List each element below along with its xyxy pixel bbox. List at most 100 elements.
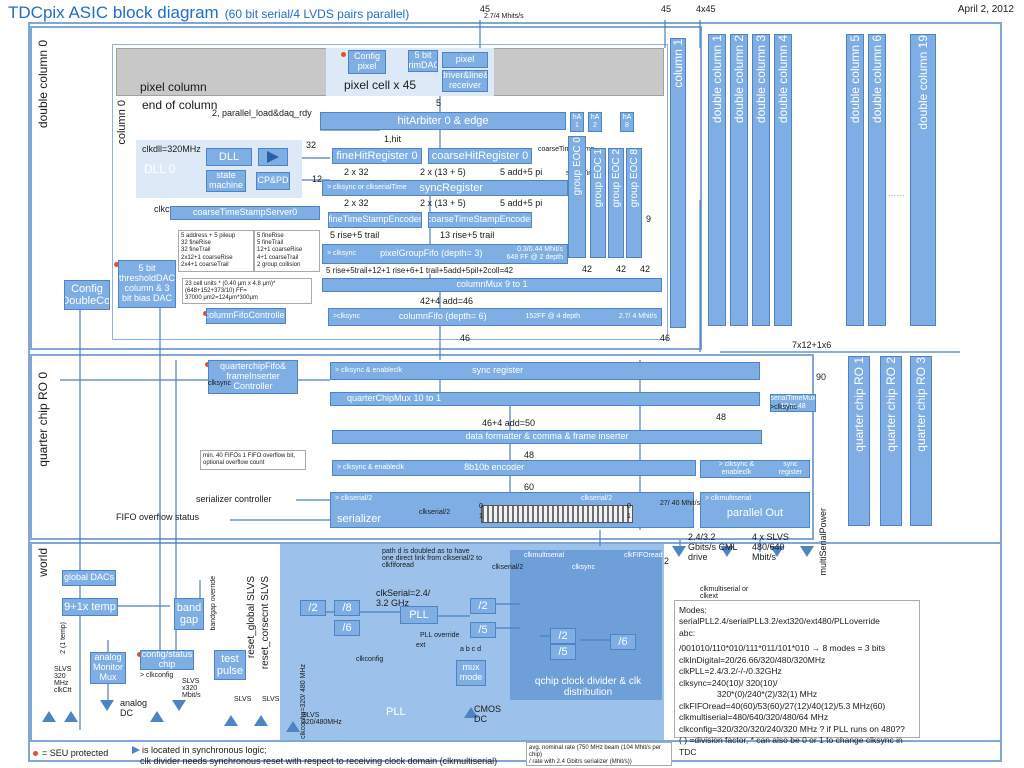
band-gap-block[interactable]: band gap	[174, 598, 204, 630]
dll-block[interactable]: DLL	[206, 148, 252, 166]
column-mux-block[interactable]: columnMux 9 to 1	[322, 278, 662, 292]
driver-block[interactable]: driver&line& receiver	[442, 70, 488, 92]
coarse-ts-server-block[interactable]: coarseTimeStampServer0	[170, 206, 320, 220]
bus-90-label: 90	[816, 372, 827, 382]
bus-32-label: 32	[306, 140, 317, 150]
pixel-block[interactable]: pixel	[442, 52, 488, 68]
double-column-5[interactable]: double column 5	[846, 34, 864, 326]
shift-register	[481, 505, 633, 523]
column-fifo-block[interactable]: >clksync columnFifo (depth= 6) 152FF @ 4…	[328, 308, 662, 326]
divider-6-block[interactable]: /6	[334, 620, 360, 636]
config-doublecol-block[interactable]: Config DoubleCol	[64, 280, 110, 310]
double-column-6[interactable]: double column 6	[868, 34, 886, 326]
column-1[interactable]: column 1	[670, 38, 686, 328]
bus-42a-label: 42	[582, 264, 593, 274]
chip-frame	[28, 22, 1002, 762]
quarter-chip-ro-2[interactable]: quarter chip RO 2	[880, 356, 902, 526]
divider-2b-block[interactable]: /2	[470, 598, 496, 614]
parallel-out-block[interactable]: > clkmultiserial parallel Out	[700, 492, 810, 528]
divider-5b-block[interactable]: /5	[550, 644, 576, 660]
delay-line-block[interactable]	[258, 148, 288, 166]
double-column-1[interactable]: double column 1	[708, 34, 726, 326]
page-title: TDCpix ASIC block diagram(60 bit serial/…	[8, 3, 410, 22]
divider-2c-block[interactable]: /2	[550, 628, 576, 644]
input-pad-icon	[224, 704, 238, 726]
bus-5-label: 5	[436, 98, 442, 108]
bit-0: 0	[479, 503, 483, 510]
quarter-chip-ro-3[interactable]: quarter chip RO 3	[910, 356, 932, 526]
fine-ts-encoder-block[interactable]: fineTimeStampEncoder	[328, 212, 422, 228]
coarse-ts-encoder-block[interactable]: coarseTimeStampEncoder	[428, 212, 532, 228]
ellipsis: ......	[888, 188, 905, 199]
hit-arbiter-2-block[interactable]: hA 2	[588, 112, 602, 132]
bit-1: 1	[479, 513, 483, 520]
hit-arbiter-block[interactable]: hitArbiter 0 & edge	[320, 112, 566, 130]
mux-mode-block[interactable]: mux mode	[456, 660, 486, 686]
pll-block[interactable]: PLL	[400, 606, 438, 624]
double-column-4[interactable]: double column 4	[774, 34, 792, 326]
divider-5-block[interactable]: /5	[470, 622, 496, 638]
bus-42b-label: 42	[616, 264, 627, 274]
page-subtitle: (60 bit serial/4 LVDS pairs parallel)	[224, 7, 410, 21]
divider-2-block[interactable]: /2	[300, 600, 326, 616]
pixel-group-fifo-block[interactable]: > clksync pixelGroupFifo (depth= 3) 0.3/…	[322, 244, 568, 264]
group-eoc-2[interactable]: group EOC 2	[608, 148, 624, 258]
double-column-19[interactable]: double column 19	[910, 34, 936, 326]
clk-config-label: > clkconfig	[140, 672, 174, 679]
slvs-driver-icon	[770, 546, 784, 557]
encoder-clock-label: > clksync & enableclk	[337, 464, 405, 472]
analog-dc-label: analog DC	[120, 698, 148, 718]
clk-divider-legend: clk divider needs synchronous reset with…	[140, 756, 498, 766]
divider-6b-block[interactable]: /6	[610, 634, 636, 650]
clock-divider-region	[510, 550, 662, 700]
divider-8-block[interactable]: /8	[334, 600, 360, 616]
group-eoc-8[interactable]: group EOC 8	[626, 148, 642, 258]
double-column-2[interactable]: double column 2	[730, 34, 748, 326]
encoder-8b10b-block[interactable]: > clksync & enableclk 8b10b encoder	[332, 460, 696, 476]
dll-0-label: DLL 0	[144, 162, 176, 176]
temp-block[interactable]: 9+1x temp	[62, 598, 118, 616]
group-eoc-1[interactable]: group EOC 1	[590, 148, 606, 258]
cp-pd-block[interactable]: CP&PD	[256, 172, 290, 190]
coarse-hit-register-block[interactable]: coarseHitRegister 0	[428, 148, 532, 164]
test-pulse-block[interactable]: test pulse	[214, 650, 246, 680]
modes-title: Modes:	[679, 605, 707, 615]
modes-line-8: clkFIFOread=40(60)/53(60)/27(12)/40(12)/…	[679, 700, 886, 711]
threshold-dac-block[interactable]: 5 bit thresholdDAC column & 3 bit bias D…	[118, 260, 176, 308]
analog-monitor-block[interactable]: analog Monitor Mux	[90, 652, 126, 684]
quarter-chip-ro-1[interactable]: quarter chip RO 1	[848, 356, 870, 526]
sync-register-2-clock: > clksync & enableclk	[718, 461, 755, 476]
config-pixel-block[interactable]: Config pixel	[348, 50, 386, 74]
serializer-label: serializer	[337, 512, 382, 525]
quarterchip-mux-block[interactable]: quarterChipMux 10 to 1	[330, 392, 760, 406]
bandgap-override-label: bandgap override	[210, 576, 217, 631]
state-machine-block[interactable]: state machine	[206, 170, 246, 192]
modes-line-6: clksync=240(10)/ 320(10)/	[679, 677, 778, 688]
fifo-note: min. 40 FIFOs 1 FIFO overflow bit, optio…	[200, 450, 306, 470]
double-column-3[interactable]: double column 3	[752, 34, 770, 326]
serial-time-mux-block[interactable]: serialTimeMux 10 to 48	[770, 394, 816, 412]
avg-rate-note: avg. nominal rate (750 MHz beam (104 Mhi…	[526, 742, 672, 766]
config-status-block[interactable]: config/status chip	[140, 650, 194, 670]
clk-dll-label: clkdll=320MHz	[142, 144, 201, 154]
seu-marker	[114, 262, 119, 267]
seu-marker	[137, 652, 142, 657]
sync-register-2-block[interactable]: > clksync & enableclk sync register	[700, 460, 810, 478]
cmos-dc-label: CMOS DC	[474, 704, 501, 724]
global-dacs-block[interactable]: global DACs	[62, 570, 116, 586]
modes-line-1: serialPLL2.4/serialPLL3.2/ext320/ext480/…	[679, 616, 880, 627]
group-eoc-0[interactable]: group EOC 0	[568, 136, 586, 258]
serializer-block[interactable]: > clkserial/2 clkserial/2 clkserial/2 0 …	[330, 492, 694, 528]
modes-line-7: 320*(0)/240*(2)/32(1) MHz	[717, 689, 818, 700]
fine-hit-register-block[interactable]: fineHitRegister 0	[332, 148, 422, 164]
quarterchip-fifo-block[interactable]: quarterchipFifo& frameInserter Controlle…	[208, 360, 298, 394]
column-fifo-controller-block[interactable]: columnFifoController	[206, 308, 286, 324]
sync-register-qc-block[interactable]: > clksync & enableclk sync register	[330, 362, 760, 380]
data-formatter-block[interactable]: data formatter & comma & frame inserter	[332, 430, 762, 444]
hit-arbiter-1-block[interactable]: hA 1	[570, 112, 584, 132]
clk-serial-pll-label: clkSerial=2.4/ 3.2 GHz	[376, 588, 431, 608]
hit-arbiter-8-block[interactable]: hA 8	[620, 112, 634, 132]
sync-register-block[interactable]: > clksync or clkserialTime syncRegister	[322, 180, 568, 196]
